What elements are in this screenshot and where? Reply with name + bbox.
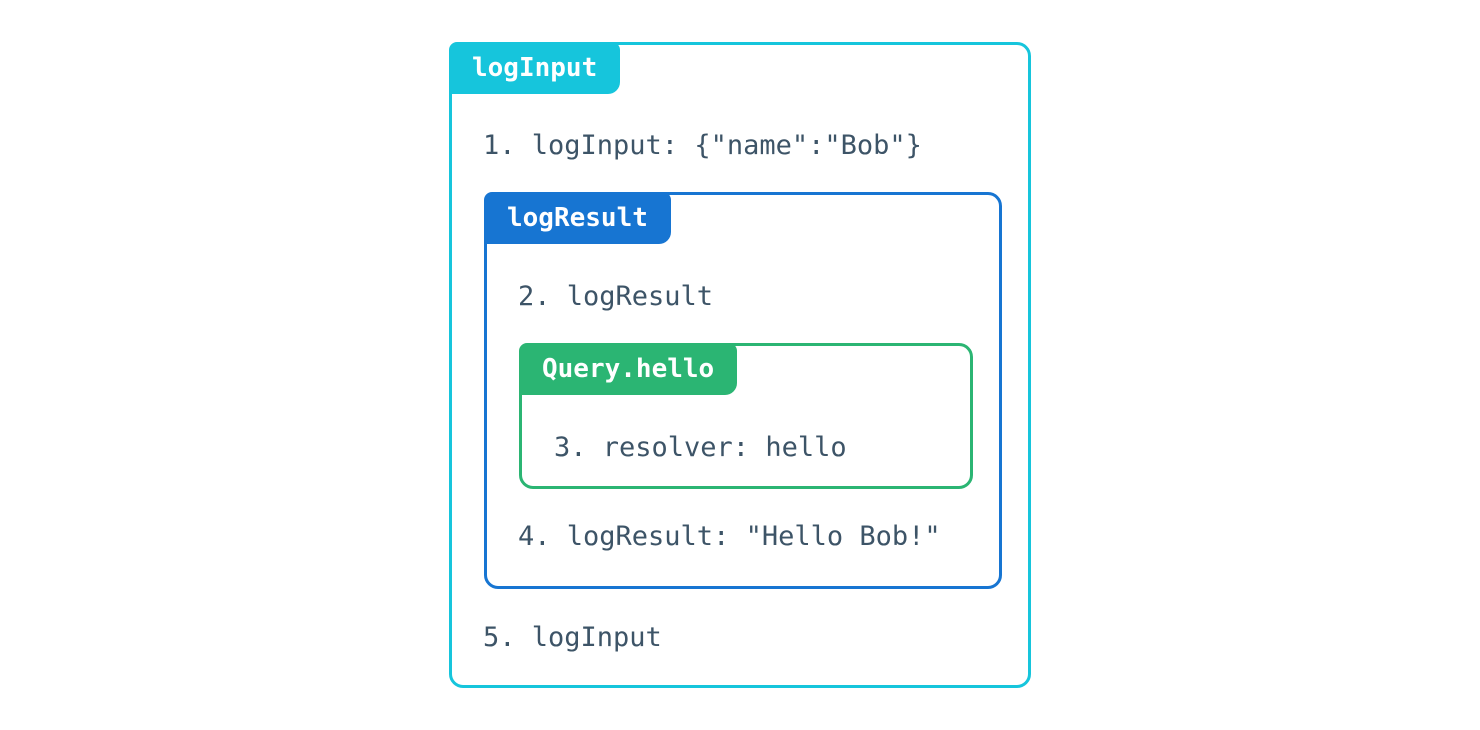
query-hello-resolver-tab: Query.hello [519,343,738,395]
query-hello-resolver-box: Query.hello 3. resolver: hello [519,343,973,489]
logresult-plugin-label: logResult [507,203,648,233]
logresult-plugin-box: logResult 2. logResult Query.hello 3. re… [484,192,1002,589]
step-4-logresult-after: 4. logResult: "Hello Bob!" [518,521,941,552]
step-3-resolver: 3. resolver: hello [554,432,847,463]
loginput-plugin-tab: logInput [449,42,621,94]
loginput-plugin-box: logInput 1. logInput: {"name":"Bob"} log… [449,42,1031,688]
step-5-loginput-after: 5. logInput [483,622,662,653]
loginput-plugin-label: logInput [472,53,598,83]
query-hello-resolver-label: Query.hello [542,354,715,384]
logresult-plugin-tab: logResult [484,192,671,244]
step-1-loginput-before: 1. logInput: {"name":"Bob"} [483,130,922,161]
step-2-logresult-before: 2. logResult [518,281,714,312]
